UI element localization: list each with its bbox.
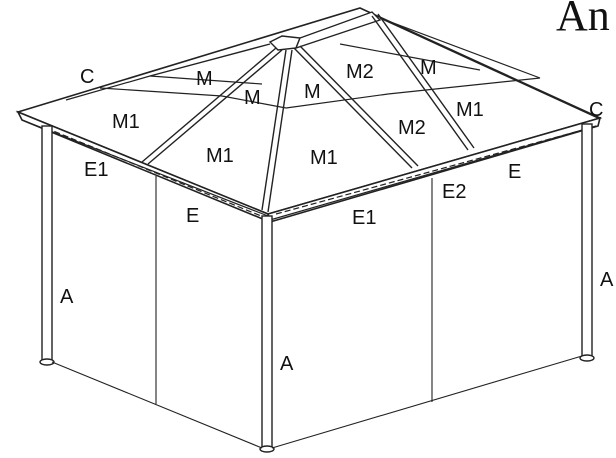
label-e1-front-right: E1 (352, 207, 376, 229)
rafter-back-right-b (377, 13, 475, 149)
divider-right-center (285, 93, 389, 109)
divider-left-front (149, 75, 263, 85)
label-e-right: E (508, 161, 521, 183)
diagram-title: An (556, 0, 610, 40)
label-corner-right: C (589, 99, 603, 121)
label-e2-right: E2 (442, 181, 466, 203)
label-m1-left-front: M1 (206, 145, 234, 167)
hip-rafters (141, 13, 599, 213)
label-e-front-left: E (186, 205, 199, 227)
label-m1-center-front: M1 (310, 147, 338, 169)
eave-trim-right (275, 127, 591, 215)
label-m1-right: M1 (456, 99, 484, 121)
rafter-left-back (149, 43, 271, 77)
rafter-right-corner (379, 17, 599, 119)
label-m1-left-panel: M1 (112, 111, 140, 133)
wall-left-bottom (51, 361, 263, 449)
cupola (268, 11, 382, 51)
post-front (261, 215, 273, 451)
label-m-right: M (420, 57, 437, 79)
divider-ridge-back (379, 17, 541, 79)
frame (39, 123, 595, 453)
divider-center (221, 95, 287, 109)
label-a-right-post: A (600, 269, 614, 291)
divider-back (339, 43, 481, 71)
label-a-center-post: A (280, 353, 294, 375)
part-labels: C C M M M M2 M M1 M1 M1 M2 M1 E1 E E1 E2… (60, 57, 614, 375)
eave-trim-left (45, 127, 267, 219)
post-right-foot (579, 354, 595, 362)
rafter-front-b (267, 49, 293, 213)
post-left (41, 125, 53, 363)
rafter-right-front-a (293, 47, 413, 169)
eave-beams (21, 119, 597, 221)
rafter-left-front-a (141, 47, 277, 163)
post-right (581, 123, 593, 359)
label-corner-left: C (80, 66, 94, 88)
label-m-left: M (196, 68, 213, 90)
label-a-left-post: A (60, 286, 74, 308)
wall-right-bottom (271, 355, 583, 449)
post-front-foot (259, 445, 275, 453)
rafter-back-right-a (371, 15, 469, 151)
label-e1-left: E1 (84, 159, 108, 181)
label-m-left-inner: M (244, 87, 261, 109)
label-m2-top: M2 (346, 61, 374, 83)
label-m-center: M (304, 81, 321, 103)
post-left-foot (39, 358, 55, 366)
walls (51, 176, 583, 449)
label-m2-right: M2 (398, 117, 426, 139)
eave-beam-left (21, 119, 269, 217)
cupola-side (294, 11, 382, 50)
panel-dividers (65, 17, 541, 109)
divider-left-mid (99, 87, 223, 97)
divider-right (387, 77, 541, 95)
rafter-left-front-b (147, 49, 283, 165)
rafter-right-front-b (299, 45, 419, 167)
rafter-front-a (261, 49, 287, 211)
